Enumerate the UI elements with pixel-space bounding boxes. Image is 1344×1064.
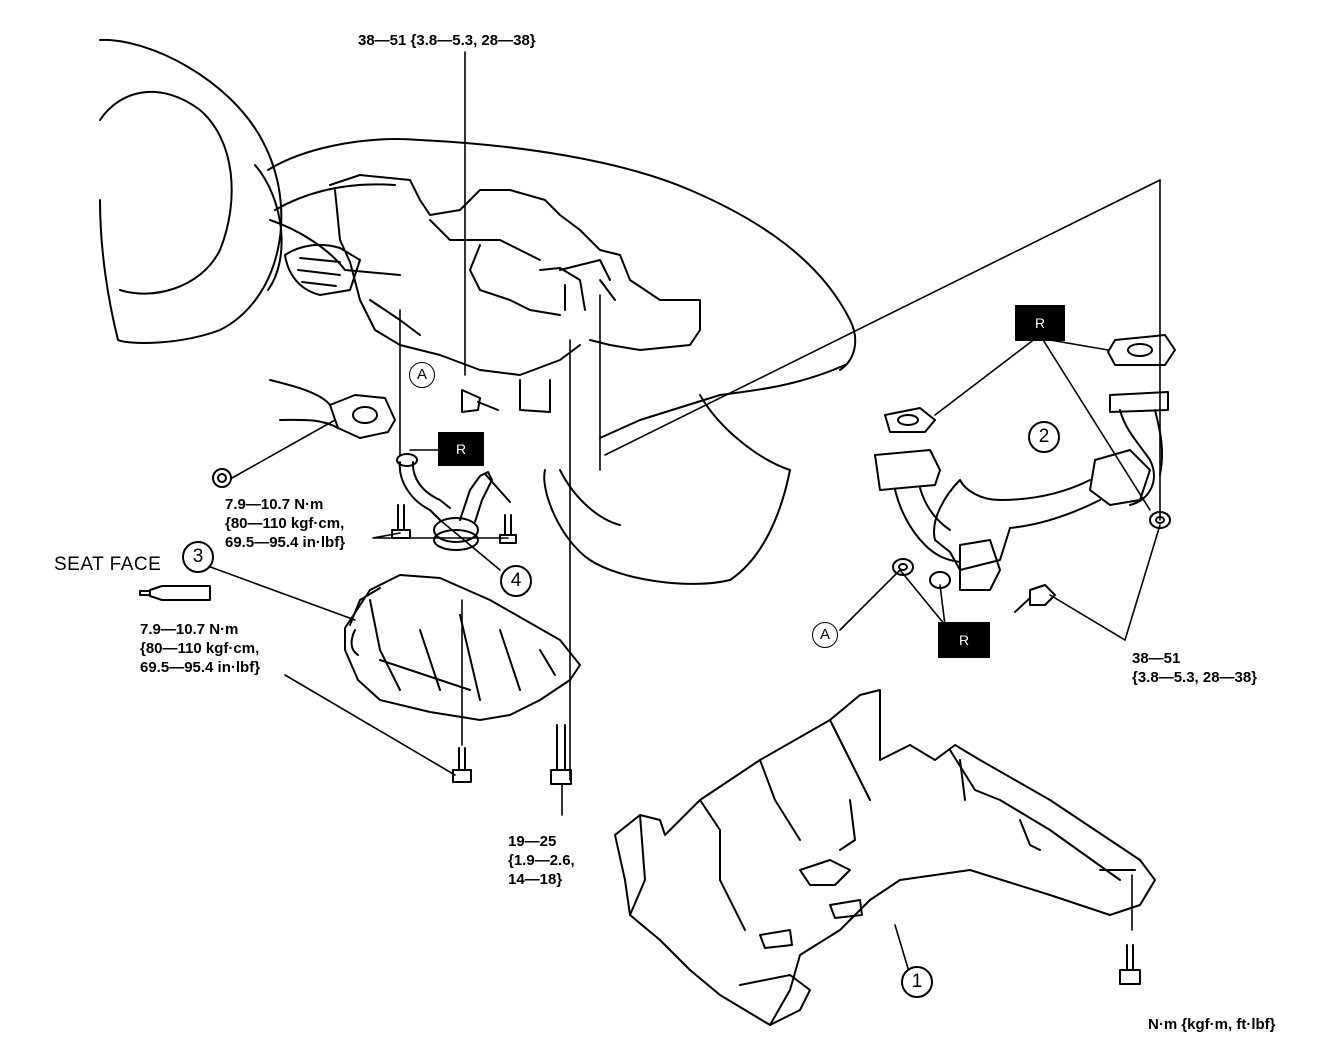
torque-oil-pan-bolts: 7.9—10.7 N·m {80—110 kgf·cm, 69.5—95.4 i… xyxy=(140,621,261,676)
torque-top-bolt: 38—51 {3.8—5.3, 28—38} xyxy=(358,32,536,49)
replace-marker-exhaust-top: R xyxy=(1015,305,1065,341)
bolts xyxy=(212,389,1141,985)
engine-block xyxy=(284,174,701,413)
splash-shield xyxy=(614,689,1156,1026)
callout-3: 3 xyxy=(182,541,214,573)
callout-2: 2 xyxy=(1028,421,1060,453)
callout-1: 1 xyxy=(901,966,933,998)
units-label: N·m {kgf·m, ft·lbf} xyxy=(1148,1016,1276,1033)
torque-exhaust-nuts: 38—51 {3.8—5.3, 28—38} xyxy=(1132,650,1258,686)
torque-strainer-bolts: 7.9—10.7 N·m {80—110 kgf·cm, 69.5—95.4 i… xyxy=(225,496,346,551)
leader-lines xyxy=(204,51,1161,976)
torque-center-bolt: 19—25 {1.9—2.6, 14—18} xyxy=(508,833,575,888)
tire-outline xyxy=(99,38,283,344)
replace-marker-strainer: R xyxy=(438,432,484,466)
oil-pan xyxy=(344,574,581,721)
point-a-engine: A xyxy=(409,362,435,388)
callout-4: 4 xyxy=(500,565,532,597)
exhaust-pipe xyxy=(874,334,1176,591)
engine-mount-bracket xyxy=(269,379,396,439)
vehicle-underbody xyxy=(267,138,857,585)
sealant-tube xyxy=(139,585,211,601)
replace-marker-exhaust-bottom: R xyxy=(938,622,990,658)
seat-face-label: SEAT FACE xyxy=(54,554,162,575)
oil-strainer xyxy=(396,453,511,551)
point-a-exhaust: A xyxy=(812,622,838,648)
